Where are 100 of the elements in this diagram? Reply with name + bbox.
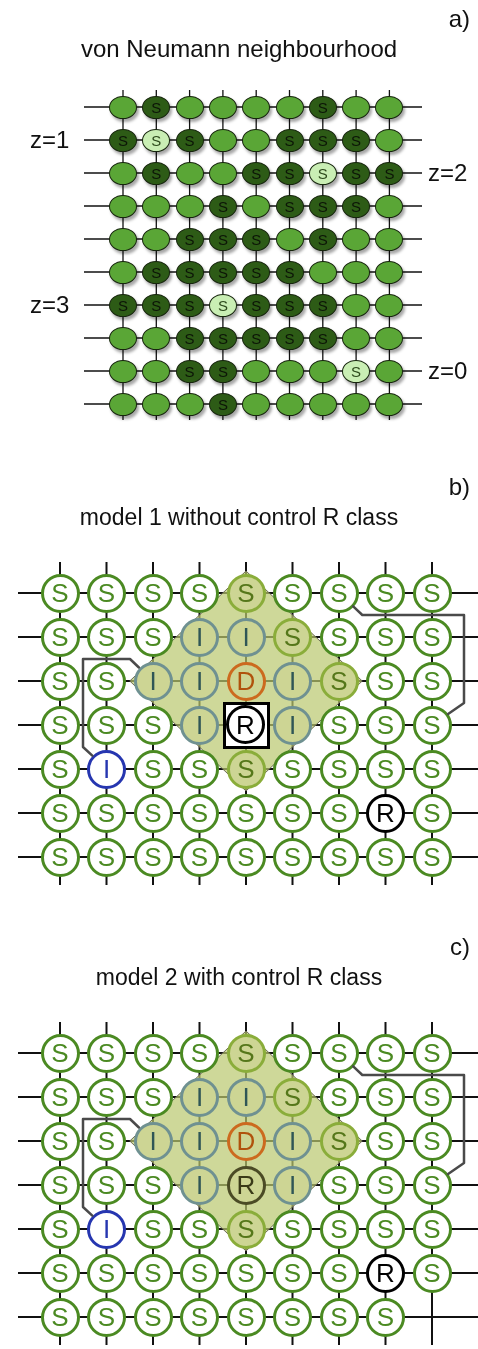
lattice-site-ellipse [242,95,271,119]
lattice-site-ellipse [242,260,271,284]
state-letter: S [144,756,162,782]
lattice-site-ellipse [208,161,237,185]
state-letter: S [184,264,195,280]
lattice-site-ellipse [109,227,137,251]
state-letter: S [317,330,328,346]
lattice-site-ellipse [175,326,204,350]
lattice-site-ellipse [375,227,404,251]
lattice-site-circle [226,793,266,833]
state-letter: S [376,1172,395,1198]
lattice-site-ellipse [109,260,137,284]
lattice-site-ellipse [308,128,337,152]
layer-label: z=2 [428,160,468,187]
lattice-site-ellipse [275,293,304,317]
state-letter: S [330,1172,348,1198]
lattice-site-ellipse [275,194,304,218]
lattice-site-circle [412,1077,452,1117]
lattice-site-circle [87,1077,126,1117]
lattice-site-circle [273,1209,312,1249]
lattice-site-circle [133,617,173,657]
lattice-site-ellipse [275,161,304,185]
lattice-site-circle [366,837,405,877]
lattice-site-circle [133,1033,173,1073]
state-letter: S [376,1040,395,1066]
lattice-site-ellipse [242,161,271,185]
lattice-site-circle [319,1209,359,1249]
state-letter: S [144,1216,162,1242]
state-letter: S [51,1216,69,1242]
state-letter: S [51,844,69,870]
state-letter: S [190,580,209,606]
state-letter: S [351,363,362,379]
lattice-site-circle [366,1121,405,1161]
lattice-site-ellipse [242,194,271,218]
state-letter: S [376,1216,395,1242]
lattice-site-ellipse [242,326,271,350]
lattice-site-circle [40,1121,80,1161]
lattice-site-circle [319,1077,359,1117]
state-letter: S [237,580,255,606]
state-letter: S [330,756,348,782]
state-letter: S [144,1172,162,1198]
state-letter: S [144,712,162,738]
state-letter: S [217,396,228,412]
state-letter: S [151,132,162,148]
lattice-site-circle [366,1077,405,1117]
lattice-site-circle [319,617,359,657]
state-letter: S [330,1216,348,1242]
state-letter: S [97,800,116,826]
lattice-site-circle [133,1297,173,1337]
lattice-site-circle [180,749,219,789]
state-letter: S [237,756,255,782]
state-letter: S [51,624,69,650]
lattice-site-ellipse [375,293,404,317]
panel-letter: a) [448,6,470,33]
lattice-site-circle [319,837,359,877]
state-letter: S [144,1304,162,1330]
lattice-site-ellipse [142,194,171,218]
lattice-site-ellipse [175,359,204,383]
lattice-site-circle [366,1297,405,1337]
state-letter: S [251,297,262,313]
lattice-site-circle [273,1033,312,1073]
state-letter: S [217,363,228,379]
state-letter: S [423,1084,441,1110]
lattice-site-ellipse [308,161,337,185]
state-letter: S [376,1304,395,1330]
lattice-site-circle [133,705,173,745]
state-letter: S [376,624,395,650]
connector-curve [81,657,141,757]
lattice-site-ellipse [375,359,404,383]
state-letter: S [190,844,209,870]
state-letter: R [376,1260,395,1286]
state-letter: S [97,1172,116,1198]
lattice-site-ellipse [375,326,404,350]
lattice-site-circle [133,1077,173,1117]
state-letter: S [423,580,441,606]
lattice-site-ellipse [242,293,271,317]
state-letter: S [283,624,302,650]
state-letter: S [97,624,116,650]
lattice-site-ellipse [275,359,304,383]
lattice-site-circle [273,793,312,833]
lattice-site-circle [366,1033,405,1073]
state-letter: S [97,712,116,738]
lattice-site-ellipse [342,260,371,284]
lattice-site-circle [40,1209,80,1249]
lattice-site-circle [40,573,80,613]
lattice-site-ellipse [342,227,371,251]
lattice-site-ellipse [109,293,137,317]
lattice-site-ellipse [308,194,337,218]
state-letter: S [423,800,441,826]
state-letter: S [237,800,255,826]
state-letter: S [251,264,262,280]
state-letter: S [330,668,348,694]
state-letter: S [190,1216,209,1242]
state-letter: D [236,668,256,694]
lattice-site-circle [319,705,359,745]
lattice-site-circle [40,1033,80,1073]
state-letter: S [51,1260,69,1286]
lattice-site-ellipse [308,95,337,119]
lattice-site-circle [412,661,452,701]
state-letter: S [190,1040,209,1066]
